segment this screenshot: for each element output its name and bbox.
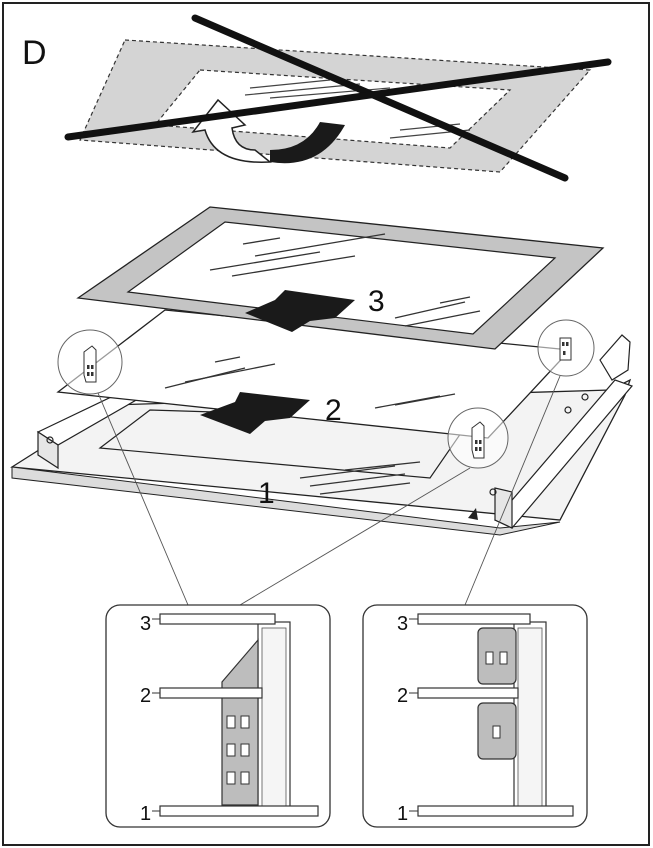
detail-left-label-2: 2 <box>140 685 151 707</box>
detail-right-label-3: 3 <box>397 613 408 635</box>
detail-right-clip-upper <box>477 627 517 685</box>
detail-box-left: 3 2 1 <box>105 604 331 828</box>
detail-left-glass-3 <box>159 613 276 625</box>
glass-3-insert-arrow <box>245 290 355 332</box>
glass-3 <box>76 206 605 350</box>
detail-left-clip <box>221 638 259 806</box>
cross-line-b <box>64 58 612 141</box>
detail-right-frame <box>362 604 588 828</box>
detail-left-label-3: 3 <box>140 613 151 635</box>
glass-2-reflections <box>164 356 456 409</box>
callout-leader-lines <box>97 375 561 606</box>
door-base-edge <box>11 466 561 536</box>
detail-left-frame <box>105 604 331 828</box>
detail-left-glass-2 <box>159 687 263 699</box>
cross-line-a <box>191 14 569 182</box>
detail-left-label-1: 1 <box>140 803 151 825</box>
glass-2-insert-arrow <box>200 392 310 434</box>
detail-right-label-2: 2 <box>397 685 408 707</box>
detail-left-glass-1 <box>159 805 319 817</box>
glass-label-1: 1 <box>258 477 275 510</box>
hinge-bracket <box>599 334 631 381</box>
glass-label-2: 2 <box>325 394 342 427</box>
glass-1-reflections <box>299 461 421 495</box>
wrong-orientation-group <box>64 14 612 182</box>
detail-box-right: 3 2 1 <box>362 604 588 828</box>
flip-arrow-fill <box>270 122 345 164</box>
detail-right-glass-3 <box>417 613 531 625</box>
panel-letter: D <box>22 34 47 72</box>
detail-right-glass-2 <box>417 687 519 699</box>
glass-3-reflections <box>209 233 481 327</box>
callouts <box>57 319 595 469</box>
detail-right-label-1: 1 <box>397 803 408 825</box>
detail-right-glass-1 <box>417 805 574 817</box>
glass-label-3: 3 <box>368 285 385 318</box>
